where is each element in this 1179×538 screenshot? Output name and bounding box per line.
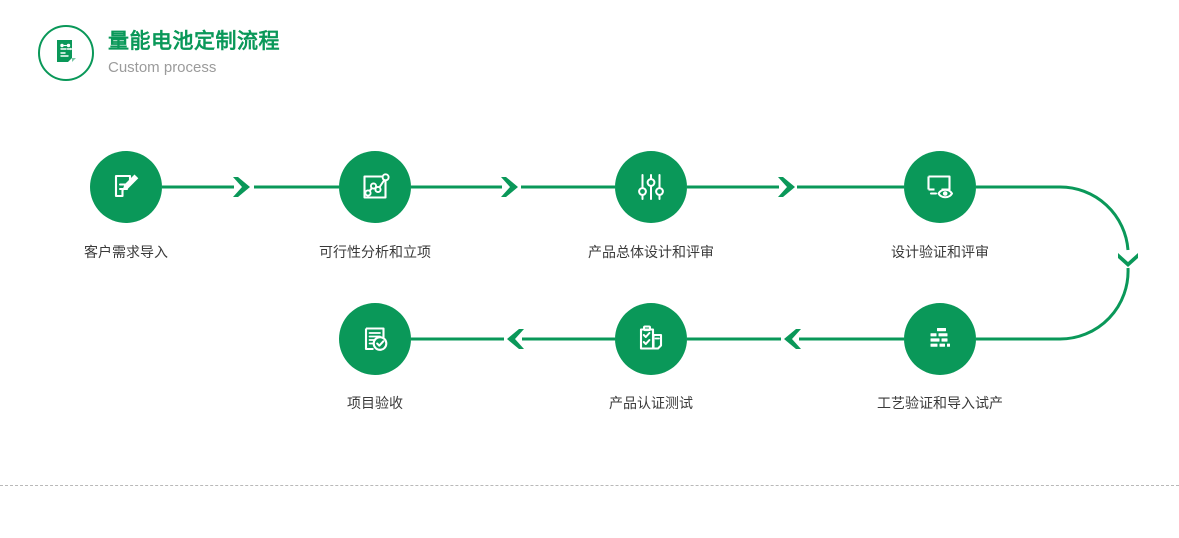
chevron-right-icon [501, 177, 518, 197]
chevron-down-icon [1118, 253, 1138, 267]
line-chart-icon [358, 170, 392, 204]
sliders-icon [634, 170, 668, 204]
flow-step-7-label: 项目验收 [347, 395, 403, 411]
document-approved-icon [358, 322, 392, 356]
connector-wrap-lower [976, 267, 1130, 341]
flow-step-5-label: 工艺验证和导入试产 [877, 395, 1003, 411]
flow-step-2-label: 可行性分析和立项 [319, 244, 431, 260]
header-text-block: 量能电池定制流程 Custom process [108, 27, 280, 79]
chevron-right-icon [233, 177, 250, 197]
chevron-left-icon [784, 329, 801, 349]
bottom-dashed-divider [0, 485, 1179, 486]
flow-step-4[interactable] [904, 151, 976, 223]
page-title: 量能电池定制流程 [108, 30, 280, 53]
bar-chart-icon [923, 322, 957, 356]
connector-wrap-upper [976, 185, 1130, 251]
flow-step-7[interactable] [339, 303, 411, 375]
monitor-eye-icon [923, 170, 957, 204]
flow-step-3[interactable] [615, 151, 687, 223]
flow-step-6-label: 产品认证测试 [609, 395, 693, 411]
flow-step-1[interactable] [90, 151, 162, 223]
chevron-right-icon [778, 177, 795, 197]
clipboard-check-icon [634, 322, 668, 356]
flow-step-5[interactable] [904, 303, 976, 375]
flow-step-1-label: 客户需求导入 [84, 244, 168, 260]
chevron-left-icon [507, 329, 524, 349]
flow-step-4-label: 设计验证和评审 [891, 244, 989, 260]
document-edit-icon [109, 170, 143, 204]
flow-step-3-label: 产品总体设计和评审 [588, 244, 714, 260]
page-subtitle: Custom process [108, 59, 217, 76]
process-document-icon [51, 36, 81, 71]
section-header: 量能电池定制流程 Custom process [38, 25, 280, 81]
header-badge [38, 25, 94, 81]
flow-step-2[interactable] [339, 151, 411, 223]
flow-step-6[interactable] [615, 303, 687, 375]
